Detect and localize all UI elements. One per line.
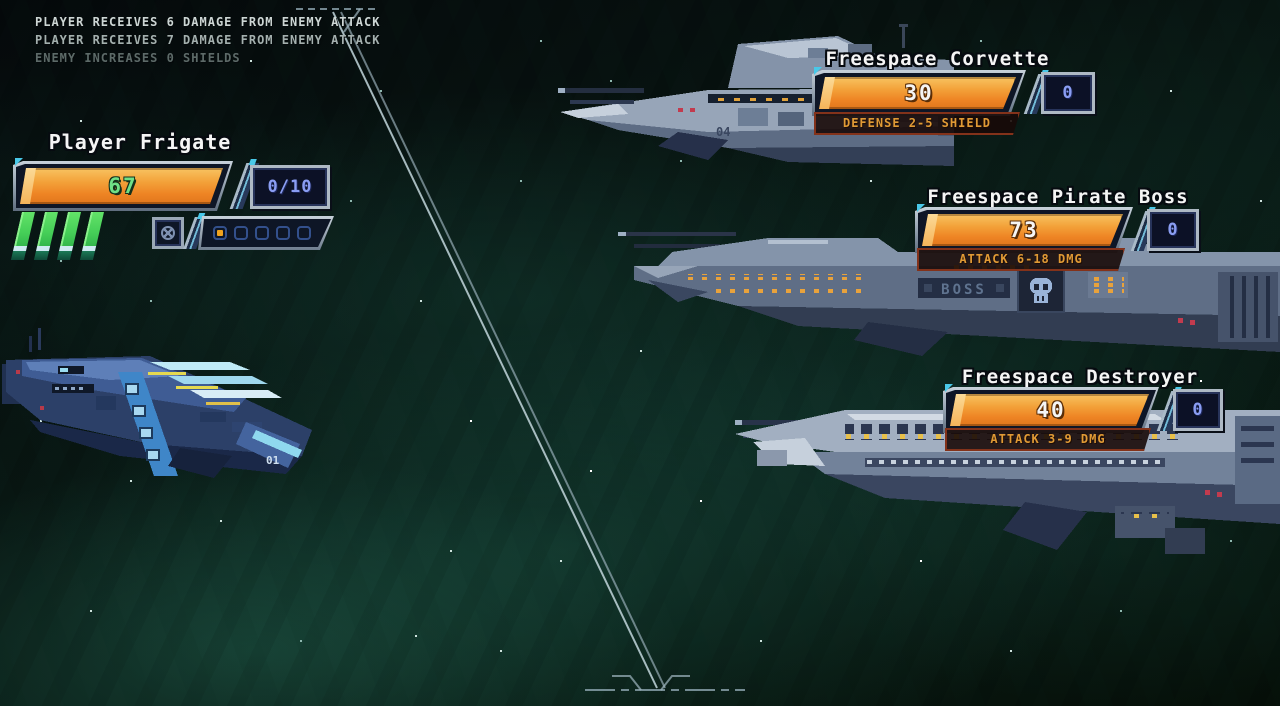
corvette-stat-label: DEFENSE 2-5 SHIELD: [814, 112, 1020, 135]
corvette-name: Freespace Corvette: [825, 48, 1050, 70]
player-hull-marking: 01: [266, 454, 280, 467]
player-frigate-ship: 01: [2, 328, 312, 478]
pirate-boss-name: Freespace Pirate Boss: [927, 186, 1189, 208]
pirate-boss-shield-box: 0: [1147, 209, 1199, 251]
destroyer-hp-value: 40: [1036, 398, 1066, 422]
hp-bar-accent: [15, 158, 23, 166]
player-hp-bar: 67: [13, 158, 233, 211]
corvette-hp-bar: 30: [812, 67, 1026, 116]
pirate-boss-stat-label: ATTACK 6-18 DMG: [917, 248, 1125, 271]
combat-log-entry: PLAYER RECEIVES 7 DAMAGE FROM ENEMY ATTA…: [35, 33, 381, 47]
destroyer-shield-value: 0: [1192, 400, 1204, 420]
player-energy-bars: [10, 212, 105, 264]
player-hp-value: 67: [108, 174, 138, 198]
combat-log-entry: PLAYER RECEIVES 6 DAMAGE FROM ENEMY ATTA…: [35, 15, 381, 29]
ability-slot-bar: [198, 216, 334, 250]
energy-bar: [56, 212, 82, 264]
energy-bar: [33, 212, 59, 264]
combat-log: PLAYER RECEIVES 6 DAMAGE FROM ENEMY ATTA…: [35, 13, 380, 67]
corvette-hull-marking: 04: [716, 125, 730, 139]
player-shield-value: 0/10: [267, 177, 313, 197]
destroyer-shield-box: 0: [1173, 389, 1223, 431]
corvette-shield-box: 0: [1041, 72, 1095, 114]
circle-x-icon: [161, 226, 175, 240]
pirate-boss-hp-bar: 73: [915, 204, 1133, 253]
corvette-shield-value: 0: [1062, 83, 1074, 103]
stars: [0, 0, 2, 2]
ability-slot[interactable]: [297, 226, 311, 240]
ability-slot[interactable]: [255, 226, 269, 240]
ability-slot[interactable]: [213, 226, 227, 240]
player-shield-box: 0/10: [250, 165, 330, 209]
ability-slot[interactable]: [234, 226, 248, 240]
skull-icon: [1017, 269, 1065, 313]
pirate-hull-marking: BOSS: [941, 282, 987, 298]
combat-log-entry: ENEMY INCREASES 0 SHIELDS: [35, 51, 241, 65]
destroyer-hp-bar: 40: [943, 384, 1159, 433]
ability-slot[interactable]: [276, 226, 290, 240]
corvette-hp-value: 30: [904, 81, 934, 105]
destroyer-name: Freespace Destroyer: [961, 366, 1199, 388]
pirate-boss-hp-value: 73: [1009, 218, 1039, 242]
pirate-boss-shield-value: 0: [1167, 220, 1179, 240]
cancel-button[interactable]: [152, 217, 184, 249]
player-ship-name: Player Frigate: [48, 130, 232, 154]
destroyer-stat-label: ATTACK 3-9 DMG: [945, 428, 1151, 451]
